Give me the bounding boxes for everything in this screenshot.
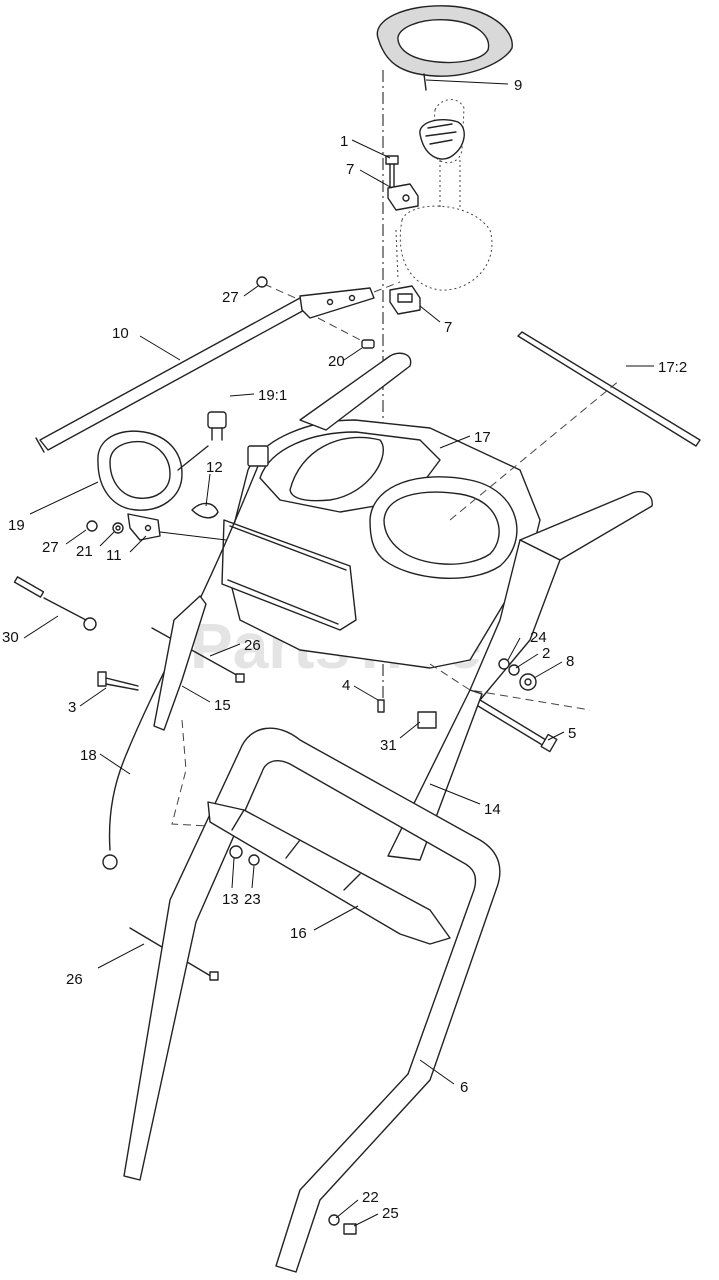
part-15-left-bracket[interactable]	[153, 595, 207, 731]
part-10-chute-rod[interactable]	[35, 297, 309, 453]
callout-17: 17	[474, 429, 491, 446]
part-31-clip[interactable]	[417, 711, 437, 729]
part-5-bolt[interactable]	[477, 699, 558, 753]
part-6-lower-handle[interactable]	[123, 727, 501, 1273]
callout-19: 19	[8, 517, 25, 534]
chute-control-knob[interactable]	[419, 118, 465, 160]
part-7-lower-bracket[interactable]	[389, 285, 421, 315]
part-11-bracket[interactable]	[127, 513, 161, 541]
part-23-nut[interactable]	[248, 854, 260, 866]
callout-7-upper: 7	[346, 161, 354, 178]
callout-5: 5	[568, 725, 576, 742]
rod-dash-line	[263, 281, 401, 345]
panel-ref-line	[429, 663, 591, 711]
part-17-2-decal[interactable]	[517, 331, 701, 447]
callout-10: 10	[112, 325, 129, 342]
callout-labels: 9 1 7 27 7 10 20 17:2 19:1 17 12 19 27 2…	[2, 77, 687, 1222]
callout-3: 3	[68, 699, 76, 716]
callout-25: 25	[382, 1205, 399, 1222]
part-21-washer[interactable]	[112, 522, 124, 534]
callout-22: 22	[362, 1189, 379, 1206]
leader-lines	[23, 79, 654, 1227]
callout-1: 1	[340, 133, 348, 150]
part-8-spacer[interactable]	[519, 673, 537, 691]
part-20-pin[interactable]	[361, 339, 375, 349]
part-18-wire-harness[interactable]	[102, 465, 259, 870]
callout-26-lower: 26	[66, 971, 83, 988]
part-12-wire-clip[interactable]	[191, 502, 219, 519]
part-4-screw[interactable]	[377, 699, 385, 713]
callout-6: 6	[460, 1079, 468, 1096]
callout-27-lower: 27	[42, 539, 59, 556]
part-3-bolt[interactable]	[97, 671, 139, 691]
part-24-nut[interactable]	[498, 658, 510, 670]
part-19-headlight[interactable]	[97, 430, 209, 511]
part-27-nut-upper[interactable]	[256, 276, 268, 288]
part-26-cable-tie-upper[interactable]	[151, 627, 245, 683]
part-27-nut-lower[interactable]	[86, 520, 98, 532]
callout-18: 18	[80, 747, 97, 764]
callout-21: 21	[76, 543, 93, 560]
part-16-crossbar[interactable]	[207, 801, 451, 945]
callout-17-2: 17:2	[658, 359, 687, 376]
decal-ref-line	[449, 379, 621, 521]
callout-2: 2	[542, 645, 550, 662]
callout-23: 23	[244, 891, 261, 908]
callout-14: 14	[484, 801, 501, 818]
callout-16: 16	[290, 925, 307, 942]
callout-24: 24	[530, 629, 547, 646]
callout-26-upper: 26	[244, 637, 261, 654]
callout-30: 30	[2, 629, 19, 646]
callout-13: 13	[222, 891, 239, 908]
callout-4: 4	[342, 677, 350, 694]
callout-27-upper: 27	[222, 289, 239, 306]
callout-9: 9	[514, 77, 522, 94]
part-17-dash-housing[interactable]	[221, 419, 541, 669]
part-7-upper-bracket[interactable]	[387, 183, 419, 211]
left-handle-grip[interactable]	[299, 352, 412, 431]
part-1-bolt[interactable]	[385, 155, 399, 187]
callout-12: 12	[206, 459, 223, 476]
callout-11: 11	[106, 547, 122, 564]
callout-20: 20	[328, 353, 345, 370]
headlight-connector[interactable]	[247, 445, 269, 467]
callout-19-1: 19:1	[258, 387, 287, 404]
part-25-bolt[interactable]	[343, 1223, 357, 1235]
part-9-deflector-cap[interactable]	[376, 5, 513, 91]
part-13-washer[interactable]	[229, 845, 243, 859]
callout-15: 15	[214, 697, 231, 714]
part-19-1-bulb[interactable]	[207, 411, 227, 441]
callout-8: 8	[566, 653, 574, 670]
chute-control-ghost	[395, 99, 493, 291]
part-30-ground-cable[interactable]	[13, 576, 97, 631]
crossbar-ref-line	[171, 719, 209, 827]
callout-7-lower: 7	[444, 319, 452, 336]
chute-link-plate[interactable]	[299, 287, 375, 319]
callout-31: 31	[380, 737, 397, 754]
